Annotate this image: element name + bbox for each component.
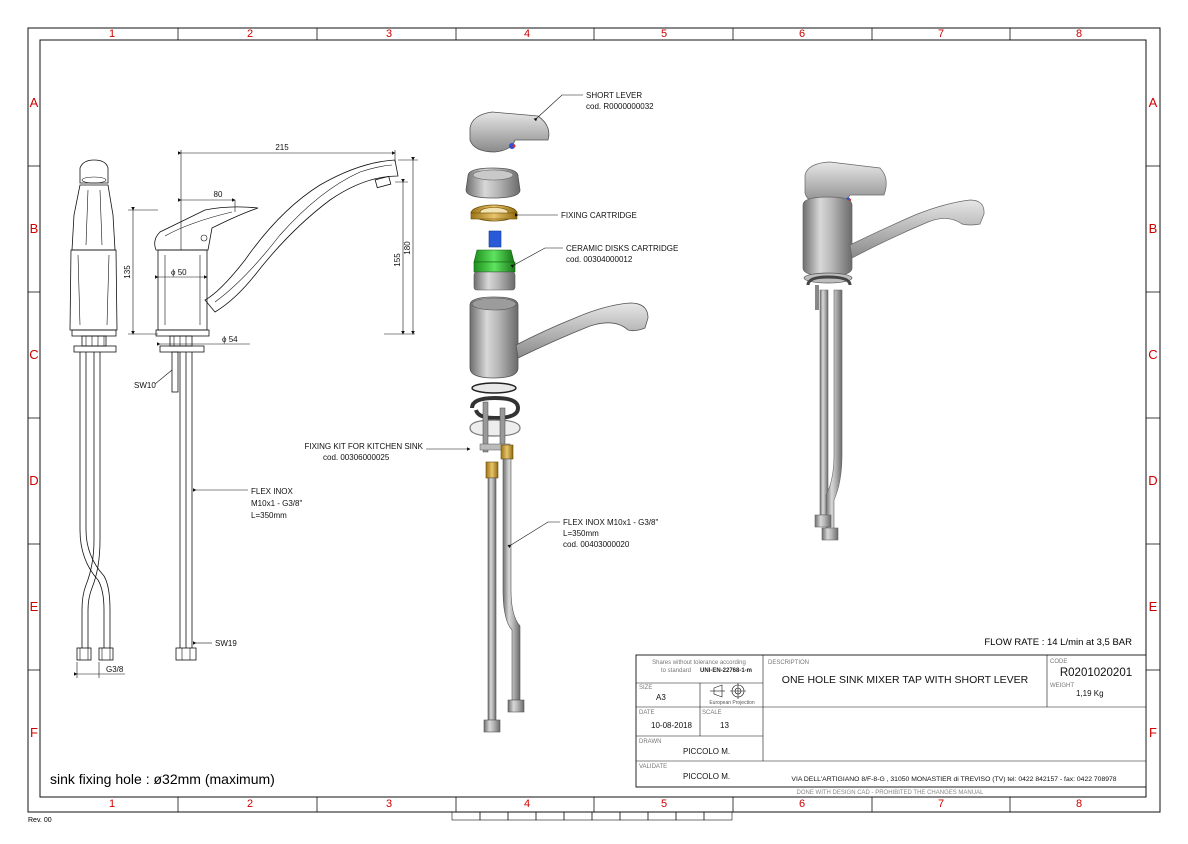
label-ceramic-cartridge-code: cod. 00304000012 [566, 255, 633, 264]
label-flex-exploded-1: FLEX INOX M10x1 - G3/8" [563, 518, 658, 527]
row-label: B [1149, 221, 1158, 236]
tb-tolerance-line2: to standard [661, 668, 691, 674]
dim-155: 155 [393, 253, 402, 267]
bottom-tabs [451, 811, 733, 821]
bottom-tab-box [451, 811, 481, 821]
bottom-tab-box [703, 811, 733, 821]
col-label: 2 [247, 798, 253, 810]
col-label: 7 [938, 28, 944, 40]
tb-weight: 1,19 Kg [1076, 689, 1104, 698]
col-label: 5 [661, 28, 667, 40]
dim-80: 80 [214, 190, 223, 199]
col-label: 3 [386, 798, 392, 810]
tb-scale-head: SCALE [702, 710, 722, 716]
bottom-tab-box [563, 811, 593, 821]
tb-projection: European Projection [709, 700, 755, 706]
col-label: 5 [661, 798, 667, 810]
label-flex-line1: FLEX INOX [251, 487, 293, 496]
tb-address: VIA DELL'ARTIGIANO 8/F-8-G , 31050 MONAS… [791, 776, 1116, 783]
row-label: F [1149, 725, 1157, 740]
label-fixing-cartridge: FIXING CARTRIDGE [561, 211, 637, 220]
label-sw19: SW19 [215, 639, 237, 648]
label-fixing-kit: FIXING KIT FOR KITCHEN SINK [304, 442, 423, 451]
col-label: 2 [247, 28, 253, 40]
bottom-tab-box [591, 811, 621, 821]
col-label: 1 [109, 798, 115, 810]
tb-date: 10-08-2018 [651, 721, 692, 730]
row-label: F [30, 725, 38, 740]
revision-label: Rev. 00 [28, 817, 52, 824]
tb-code: R0201020201 [1060, 667, 1132, 679]
label-fixing-kit-code: cod. 00306000025 [323, 453, 390, 462]
bottom-tab-box [507, 811, 537, 821]
row-label: D [29, 473, 38, 488]
col-label: 4 [524, 28, 530, 40]
label-sw10: SW10 [134, 381, 156, 390]
row-label: A [30, 95, 39, 110]
european-projection-icon [710, 683, 746, 699]
row-label: C [29, 347, 38, 362]
tb-footer: DONE WITH DESIGN CAD - PROHIBITED THE CH… [797, 790, 985, 796]
tb-drawn: PICCOLO M. [683, 747, 730, 756]
title-block: Shares without tolerance according to st… [635, 654, 1147, 798]
dim-180: 180 [403, 241, 412, 255]
tb-drawn-head: DRAWN [639, 739, 661, 745]
tb-size: A3 [656, 693, 666, 702]
flow-rate-note: FLOW RATE : 14 L/min at 3,5 BAR [984, 637, 1132, 648]
label-flex-exploded-2: L=350mm [563, 529, 599, 538]
col-label: 8 [1076, 28, 1082, 40]
row-label: B [30, 221, 39, 236]
bottom-tab-box [647, 811, 677, 821]
tb-description: ONE HOLE SINK MIXER TAP WITH SHORT LEVER [782, 674, 1029, 686]
dim-dia50: ϕ 50 [171, 268, 187, 277]
tb-size-head: SIZE [639, 685, 652, 691]
label-flex-line2: M10x1 - G3/8" [251, 499, 302, 508]
tb-scale: 13 [720, 721, 729, 730]
col-label: 3 [386, 28, 392, 40]
tb-tolerance-standard: UNI-EN-22768-1-m [700, 668, 752, 674]
col-label: 6 [799, 28, 805, 40]
exploded-view-drawing: SHORT LEVER cod. R0000000032 FIXING CART… [304, 91, 678, 733]
tb-description-head: DESCRIPTION [768, 660, 809, 666]
tb-tolerance-line1: Shares without tolerance according [652, 660, 746, 666]
bottom-tab-box [619, 811, 649, 821]
label-flex-exploded-3: cod. 00403000020 [563, 540, 630, 549]
tb-validate-head: VALIDATE [639, 764, 667, 770]
dim-g38: G3/8 [106, 665, 124, 674]
col-label: 4 [524, 798, 530, 810]
row-label: C [1148, 347, 1157, 362]
dim-135: 135 [123, 265, 132, 279]
column-labels-top: 1 2 3 4 5 6 7 8 [109, 28, 1082, 40]
col-label: 6 [799, 798, 805, 810]
tb-code-head: CODE [1050, 659, 1067, 665]
bottom-tab-box [479, 811, 509, 821]
dim-215: 215 [275, 143, 289, 152]
side-view-drawing: G3/8 [69, 159, 125, 678]
front-view-drawing: 215 80 135 155 180 ϕ 50 ϕ 54 SW10 FLEX I… [123, 143, 418, 661]
sink-hole-note: sink fixing hole : ø32mm (maximum) [50, 771, 275, 787]
assembled-3d-view [802, 161, 985, 541]
col-label: 7 [938, 798, 944, 810]
row-label: D [1148, 473, 1157, 488]
tb-date-head: DATE [639, 710, 655, 716]
bottom-tab-box [535, 811, 565, 821]
col-label: 8 [1076, 798, 1082, 810]
tb-validate: PICCOLO M. [683, 772, 730, 781]
column-labels-bottom: 1 2 3 4 5 6 7 8 [109, 798, 1082, 810]
dim-dia54: ϕ 54 [222, 335, 238, 344]
col-label: 1 [109, 28, 115, 40]
bottom-tab-box [675, 811, 705, 821]
row-label: E [30, 599, 39, 614]
label-short-lever: SHORT LEVER [586, 91, 642, 100]
label-short-lever-code: cod. R0000000032 [586, 102, 654, 111]
row-label: A [1149, 95, 1158, 110]
label-ceramic-cartridge: CERAMIC DISKS CARTRIDGE [566, 244, 678, 253]
row-labels-left: A B C D E F [29, 95, 38, 740]
label-flex-line3: L=350mm [251, 511, 287, 520]
tb-weight-head: WEIGHT [1050, 683, 1074, 689]
row-labels-right: A B C D E F [1148, 95, 1157, 740]
row-label: E [1149, 599, 1158, 614]
